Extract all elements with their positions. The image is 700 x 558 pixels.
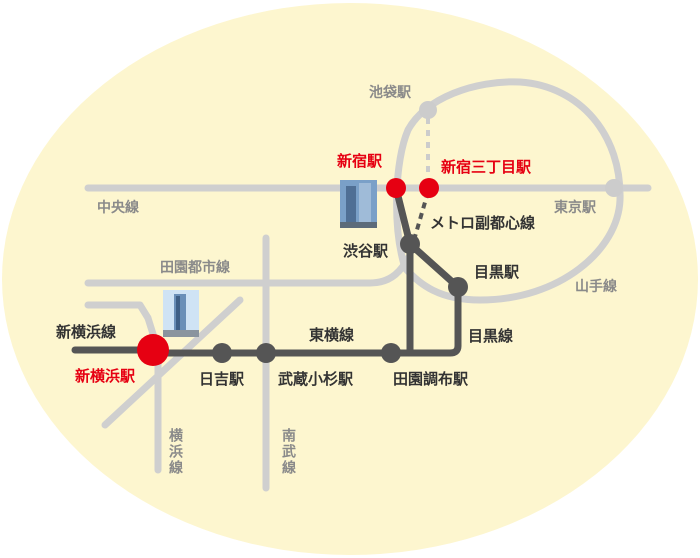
label-meguro: 目黒駅 — [474, 263, 520, 281]
label-shin-yokohama: 新横浜駅 — [75, 367, 136, 385]
yamanote-line — [393, 78, 624, 304]
label-musashi-kosugi: 武蔵小杉駅 — [278, 370, 354, 388]
yokohama-line-diagonal — [101, 296, 244, 429]
label-ikebukuro: 池袋駅 — [369, 84, 412, 101]
station-hiyoshi[interactable] — [212, 343, 232, 363]
label-tokyo: 東京駅 — [554, 199, 597, 216]
label-metro-fukutoshin: メトロ副都心線 — [430, 214, 535, 232]
label-yokohama-line: 横浜線 — [167, 427, 183, 476]
station-shinjuku-sanchome[interactable] — [419, 178, 439, 198]
label-nambu-line: 南武線 — [280, 427, 296, 476]
shibuya-meguro-link — [406, 240, 462, 291]
label-yamanote-line: 山手線 — [575, 278, 617, 295]
tower-photo-icon — [163, 290, 199, 337]
station-shinjuku[interactable] — [386, 178, 406, 198]
label-denentoshi-line: 田園都市線 — [160, 259, 230, 276]
label-shinjuku: 新宿駅 — [337, 152, 383, 170]
label-shibuya: 渋谷駅 — [343, 242, 389, 260]
label-toyoko-line: 東横線 — [309, 326, 354, 344]
label-shin-yokohama-line: 新横浜線 — [56, 323, 116, 341]
label-denenchofu: 田園調布駅 — [393, 370, 469, 388]
station-shin-yokohama[interactable] — [137, 334, 169, 366]
label-shinjuku-sanchome: 新宿三丁目駅 — [441, 158, 532, 176]
meguro-line — [406, 283, 462, 357]
label-meguro-line: 目黒線 — [468, 327, 513, 345]
station-shibuya[interactable] — [400, 234, 420, 254]
skyscraper-photo-icon — [340, 180, 377, 228]
station-tokyo[interactable] — [605, 179, 623, 197]
station-ikebukuro[interactable] — [419, 101, 437, 119]
label-chuo-line: 中央線 — [97, 199, 139, 216]
background-oval — [2, 3, 698, 555]
metro-fukutoshin-dashed — [412, 191, 430, 241]
label-hiyoshi: 日吉駅 — [199, 370, 245, 388]
station-musashi-kosugi[interactable] — [256, 343, 276, 363]
station-meguro[interactable] — [448, 277, 468, 297]
yokohama-line — [84, 301, 152, 322]
station-denenchofu[interactable] — [381, 343, 401, 363]
